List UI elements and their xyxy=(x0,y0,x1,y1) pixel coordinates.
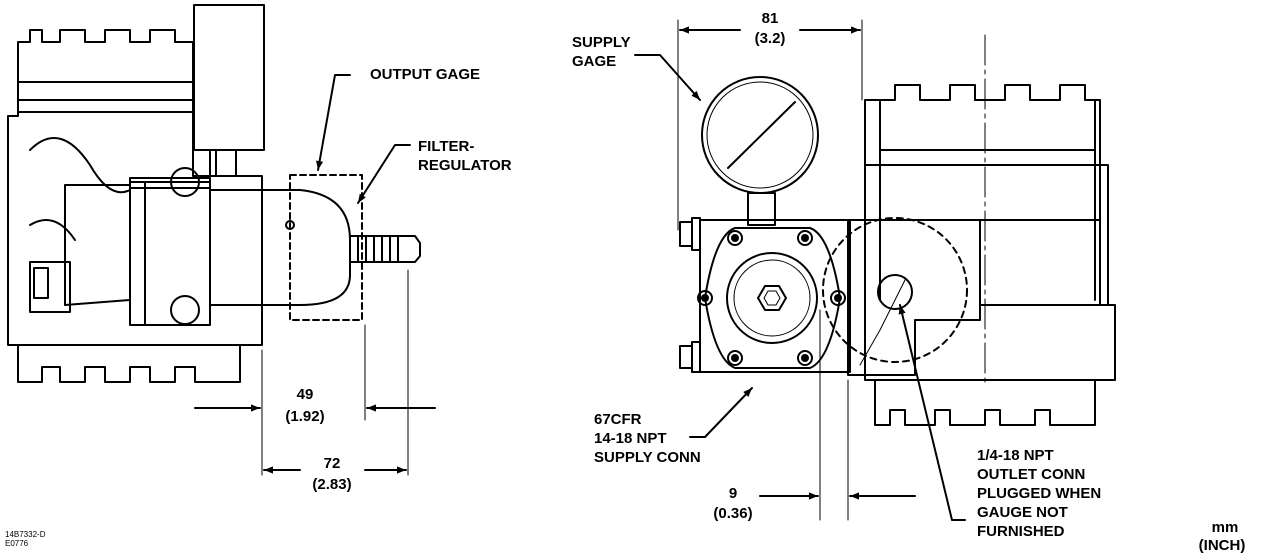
filter-regulator-label-line1: FILTER- xyxy=(418,138,475,155)
supply-conn-label-line3: SUPPLY CONN xyxy=(594,449,701,466)
left-housing-cover xyxy=(17,29,194,113)
supply-conn-label-line2: 14-18 NPT xyxy=(594,430,667,447)
dim-9-inch: (0.36) xyxy=(713,505,753,522)
supply-gage-dial xyxy=(701,76,819,194)
dim-49-mm: 49 xyxy=(296,386,314,403)
dim-81-mm: 81 xyxy=(761,10,779,27)
dim-49-inch: (1.92) xyxy=(285,408,325,425)
right-housing-cover xyxy=(864,84,1101,221)
left-main-body xyxy=(7,111,263,346)
right-front-view xyxy=(634,19,1116,521)
units-mm: mm xyxy=(1211,519,1239,536)
filter-regulator-leader xyxy=(357,144,411,204)
output-gage-label: OUTPUT GAGE xyxy=(370,66,481,83)
right-base xyxy=(874,379,1096,426)
outlet-conn-label-line1: 1/4-18 NPT xyxy=(977,447,1054,464)
outlet-conn-leader xyxy=(898,304,966,521)
supply-conn-label-line1: 67CFR xyxy=(594,411,642,428)
outlet-conn-label-line3: PLUGGED WHEN xyxy=(977,485,1102,502)
output-gage-outline xyxy=(289,174,363,321)
filter-regulator-body xyxy=(64,184,131,306)
supply-gage-label-line2: GAGE xyxy=(572,53,617,70)
left-side-view xyxy=(7,4,436,476)
outlet-conn-label-line5: FURNISHED xyxy=(977,523,1065,540)
dim-72-mm: 72 xyxy=(323,455,341,472)
outlet-conn-label-line2: OUTLET CONN xyxy=(977,466,1086,483)
regulator-plate xyxy=(699,219,851,373)
dim-9-mm: 9 xyxy=(728,485,738,502)
dim-72-inch: (2.83) xyxy=(312,476,352,493)
dim-81-inch: (3.2) xyxy=(754,30,786,47)
outlet-conn-label-line4: GAUGE NOT xyxy=(977,504,1068,521)
output-gage-leader xyxy=(316,74,351,171)
outlet-port xyxy=(877,274,913,310)
units-inch: (INCH) xyxy=(1198,537,1246,554)
left-base xyxy=(17,344,241,383)
drawing-id-line1: 14B7332-D xyxy=(5,530,46,539)
outlet-block xyxy=(847,219,981,376)
left-upper-box xyxy=(193,4,265,151)
filter-regulator-label-line2: REGULATOR xyxy=(418,157,512,174)
drawing-id-line2: E0776 xyxy=(5,539,29,548)
outlet-gage-dashed xyxy=(822,217,968,363)
supply-gage-leader xyxy=(634,54,701,101)
supply-gage-label-line1: SUPPLY xyxy=(572,34,631,51)
supply-conn-leader xyxy=(689,387,753,438)
